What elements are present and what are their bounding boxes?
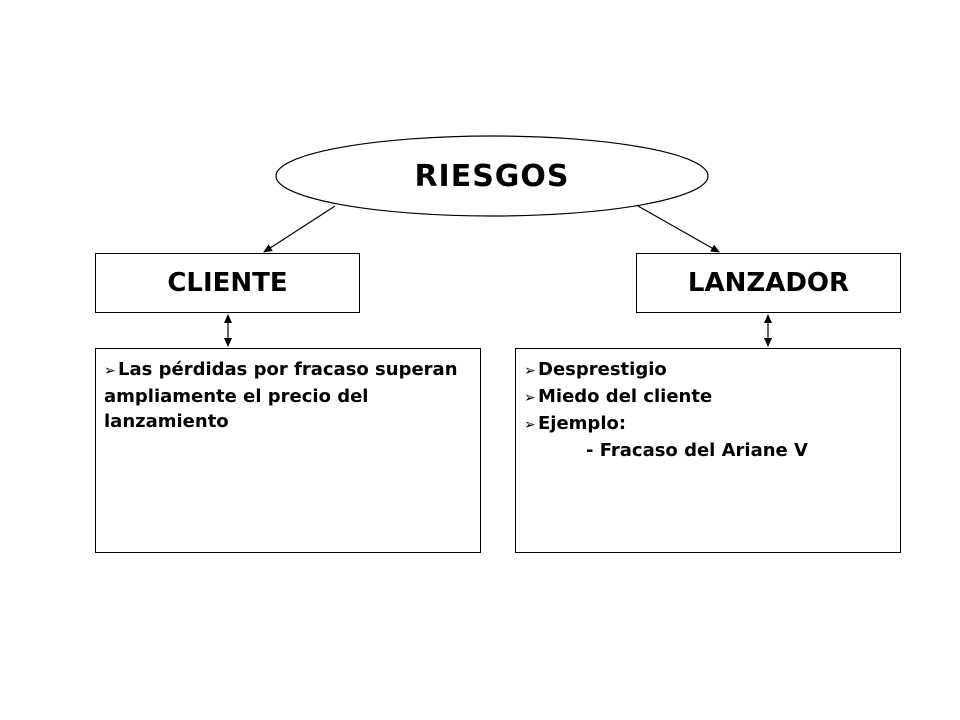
cliente-title: CLIENTE [167, 268, 288, 298]
arrow-bullet-icon: ➢ [104, 363, 116, 379]
lanzador-sub-item: - Fracaso del Ariane V [586, 440, 808, 461]
arrow-bullet-icon: ➢ [524, 390, 536, 406]
root-ellipse [275, 135, 709, 217]
arrow-root-to-lanzador [637, 205, 720, 253]
lanzador-detail-box: ➢Desprestigio ➢Miedo del cliente ➢Ejempl… [515, 348, 901, 553]
lanzador-bullet: ➢Ejemplo: [524, 411, 892, 438]
lanzador-bullet: ➢Miedo del cliente [524, 384, 892, 411]
arrow-bullet-icon: ➢ [524, 417, 536, 433]
lanzador-bullet: ➢Desprestigio [524, 357, 892, 384]
cliente-bullet-text: Las pérdidas por fracaso superan ampliam… [104, 359, 458, 432]
arrow-root-to-cliente [263, 205, 336, 253]
arrow-bullet-icon: ➢ [524, 363, 536, 379]
lanzador-bullet-text: Miedo del cliente [538, 386, 713, 407]
cliente-box: CLIENTE [95, 253, 360, 313]
root-node-label: RIESGOS [414, 158, 570, 194]
lanzador-bullet-text: Ejemplo: [538, 413, 627, 434]
cliente-bullet: ➢Las pérdidas por fracaso superan amplia… [104, 357, 472, 434]
lanzador-title: LANZADOR [687, 268, 850, 298]
lanzador-box: LANZADOR [636, 253, 901, 313]
cliente-detail-box: ➢Las pérdidas por fracaso superan amplia… [95, 348, 481, 553]
lanzador-bullet-text: Desprestigio [538, 359, 667, 380]
